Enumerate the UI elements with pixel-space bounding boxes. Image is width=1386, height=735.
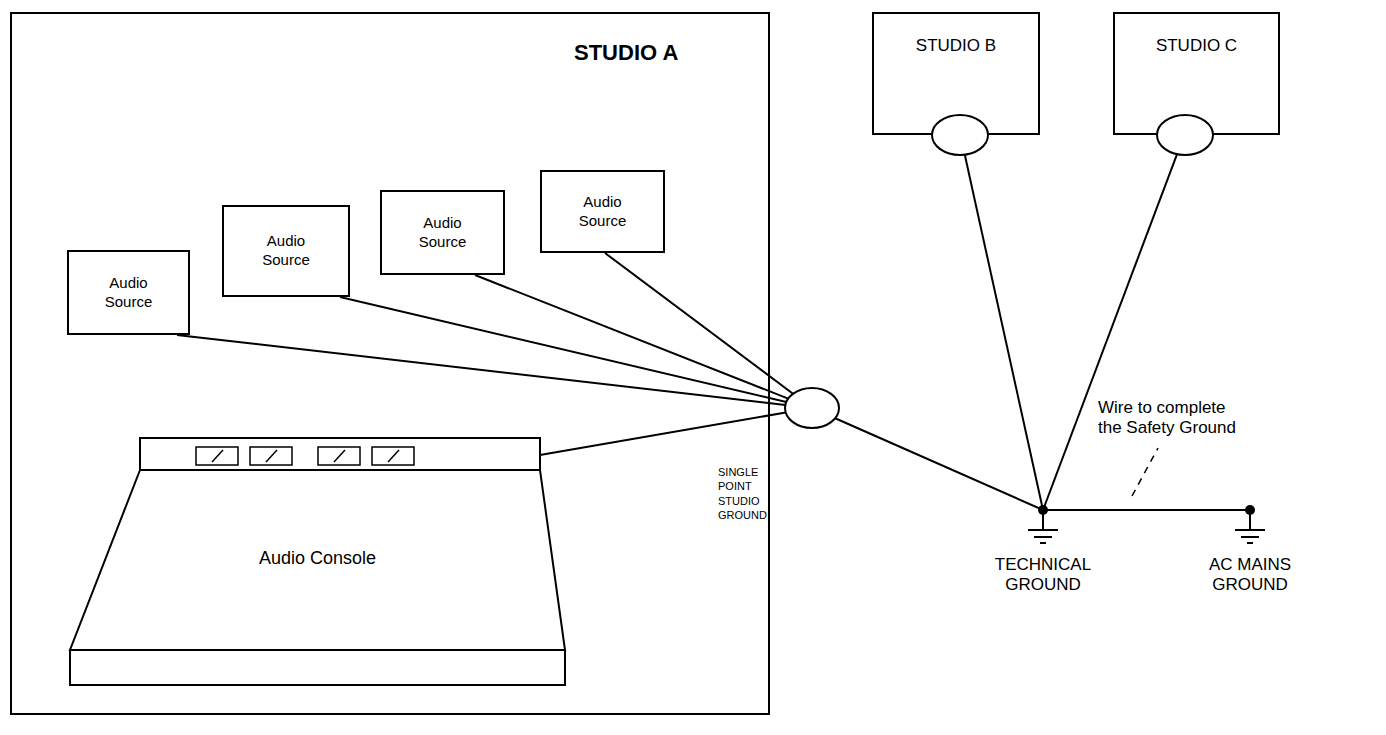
ground-terminal — [785, 388, 839, 428]
wire-note: Wire to complete the Safety Ground — [1098, 398, 1246, 439]
node-label: STUDIO A — [574, 40, 678, 66]
ground-wire — [475, 275, 788, 399]
node-label: STUDIO B — [874, 36, 1038, 56]
studio-box-outline — [1113, 12, 1268, 135]
node-label: SINGLE POINT STUDIO GROUND — [718, 465, 772, 522]
studio-box-outline — [872, 12, 1028, 135]
node-label: AC MAINS GROUND — [1195, 555, 1305, 596]
junction-dot — [1245, 505, 1255, 515]
node-label: STUDIO C — [1115, 36, 1278, 56]
node-label: Audio Source — [412, 214, 474, 252]
console-desk — [70, 470, 565, 650]
studio-box: STUDIO B — [872, 12, 1040, 135]
node-label: Audio Source — [572, 193, 634, 231]
ground-point: TECHNICAL GROUND — [988, 500, 1098, 605]
meter-needle — [266, 450, 277, 462]
ground-wire — [1043, 152, 1178, 510]
ground-wire — [177, 335, 785, 405]
node-label: Audio Console — [70, 548, 565, 570]
ground-wire — [605, 253, 793, 394]
node-label: TECHNICAL GROUND — [988, 555, 1098, 596]
vu-meter — [318, 447, 360, 465]
meter-needle — [212, 450, 223, 462]
audio-source-box: Audio Source — [380, 190, 505, 275]
node-label: Audio Source — [255, 232, 317, 270]
leader-line — [1132, 448, 1158, 496]
ground-bar — [1040, 542, 1046, 544]
meter-needle — [334, 450, 345, 462]
meter-bridge — [140, 438, 540, 470]
audio-console: Audio Console — [70, 438, 565, 685]
console-front — [70, 650, 565, 685]
ground-wire — [540, 413, 786, 455]
ground-bar — [1235, 529, 1265, 531]
vu-meter — [250, 447, 292, 465]
single-point-ground: SINGLE POINT STUDIO GROUND — [718, 388, 843, 523]
vu-meter — [196, 447, 238, 465]
ground-terminal — [1157, 115, 1213, 155]
meter-needle — [388, 450, 399, 462]
ground-bar — [1034, 536, 1052, 538]
ground-point: AC MAINS GROUND — [1195, 500, 1305, 605]
ground-terminal — [932, 115, 988, 155]
audio-source-box: Audio Source — [540, 170, 665, 253]
studio-box: STUDIO C — [1113, 12, 1280, 135]
ground-bar — [1247, 542, 1253, 544]
ground-wire — [1043, 509, 1250, 511]
ground-wire — [964, 153, 1043, 510]
ground-bar — [1028, 529, 1058, 531]
audio-source-box: Audio Source — [67, 250, 190, 335]
studio-frame: STUDIO AAudio SourceAudio SourceAudio So… — [10, 12, 770, 715]
junction-dot — [1038, 505, 1048, 515]
ground-bar — [1241, 536, 1259, 538]
node-label: Audio Source — [98, 274, 160, 312]
audio-source-box: Audio Source — [222, 205, 350, 297]
vu-meter — [372, 447, 414, 465]
ground-wire — [340, 297, 786, 402]
ground-wire — [835, 418, 1043, 510]
